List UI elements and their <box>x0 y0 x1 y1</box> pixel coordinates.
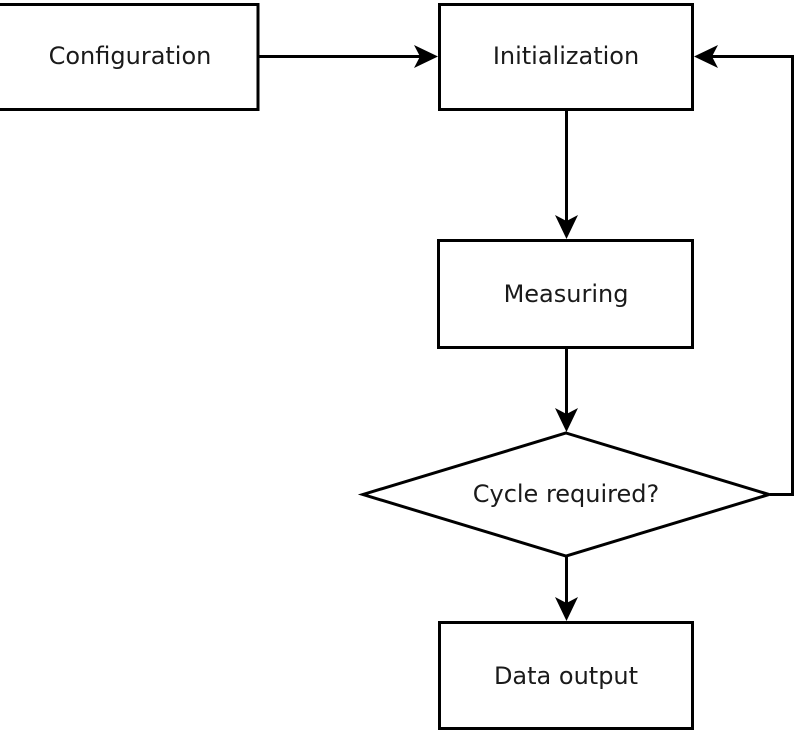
data-output-box[interactable] <box>438 621 694 730</box>
arrowhead-down-cycle-output <box>555 597 578 621</box>
node-initialization[interactable]: Initialization <box>438 3 694 111</box>
node-cycle-required[interactable]: Cycle required? <box>357 431 775 558</box>
arrowhead-left-cycle-init <box>694 45 718 68</box>
configuration-box[interactable] <box>0 3 260 111</box>
edge-line-cycle-init <box>708 55 794 496</box>
data-output-label: Data output <box>494 662 638 690</box>
node-configuration[interactable]: Configuration <box>0 3 260 111</box>
arrowhead-down-init-measuring <box>555 215 578 239</box>
configuration-label: Configuration <box>49 42 212 70</box>
node-measuring[interactable]: Measuring <box>437 239 694 349</box>
edge-initialization-to-measuring <box>555 111 578 239</box>
cycle-required-diamond[interactable] <box>357 431 775 558</box>
arrowhead-down-measuring-cycle <box>555 408 578 432</box>
initialization-box[interactable] <box>438 3 694 111</box>
node-data-output[interactable]: Data output <box>438 621 694 730</box>
edge-configuration-to-initialization <box>259 45 438 68</box>
edge-cycle-to-data-output <box>555 557 578 621</box>
edge-measuring-to-cycle <box>555 349 578 432</box>
initialization-label: Initialization <box>493 42 639 70</box>
edge-cycle-to-initialization <box>694 45 794 496</box>
arrowhead-right-config-init <box>414 45 438 68</box>
measuring-label: Measuring <box>504 280 629 308</box>
measuring-box[interactable] <box>437 239 694 349</box>
cycle-required-label: Cycle required? <box>473 480 660 508</box>
